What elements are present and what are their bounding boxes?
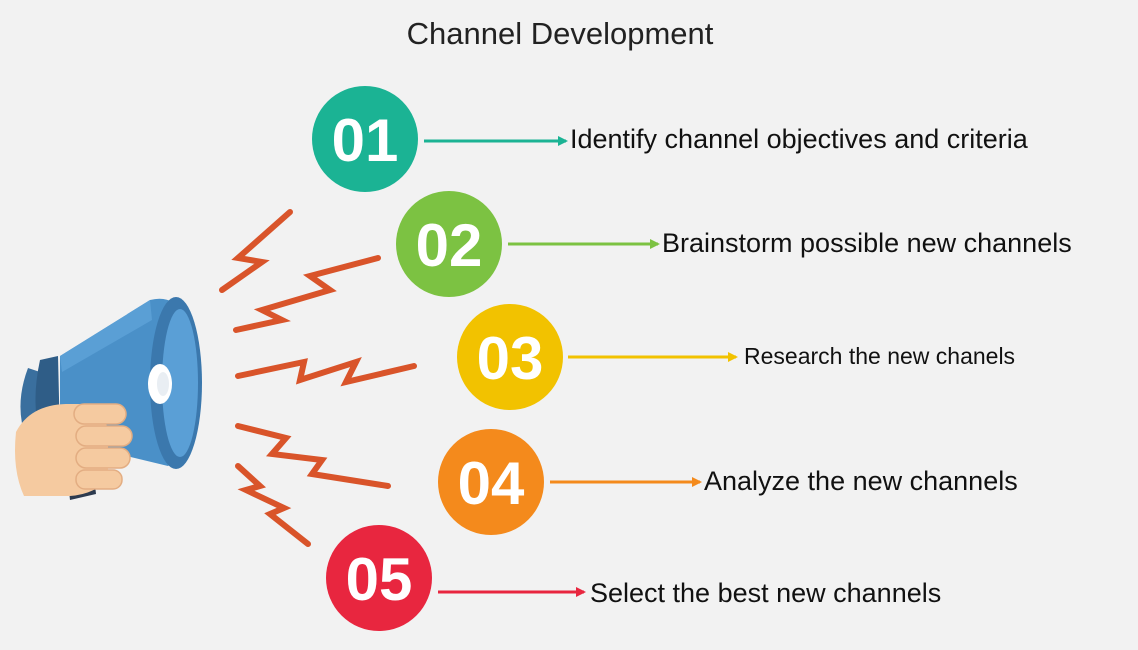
step-05-label: Select the best new channels — [590, 578, 942, 608]
lightning-icon — [219, 209, 417, 547]
megaphone-icon — [20, 297, 202, 500]
step-01-number: 01 — [332, 107, 399, 174]
step-05-badge — [326, 525, 432, 631]
step-01-badge — [312, 86, 418, 192]
step-01: 01 — [312, 86, 568, 192]
step-02-badge — [396, 191, 502, 297]
step-03-badge — [457, 304, 563, 410]
step-02-number: 02 — [416, 212, 483, 279]
step-04: 04 — [438, 429, 702, 535]
step-03-number: 03 — [477, 325, 544, 392]
step-03-label: Research the new chanels — [744, 343, 1016, 369]
step-01-label: Identify channel objectives and criteria — [570, 124, 1028, 154]
step-04-badge — [438, 429, 544, 535]
step-05: 05 — [326, 525, 586, 631]
step-02: 02 — [396, 191, 660, 297]
step-05-number: 05 — [346, 546, 413, 613]
step-03: 03 — [457, 304, 738, 410]
step-02-label: Brainstorm possible new channels — [662, 228, 1072, 258]
step-04-number: 04 — [458, 450, 525, 517]
diagram-title: Channel Development — [406, 16, 714, 51]
hand-icon — [15, 403, 133, 496]
step-04-label: Analyze the new channels — [704, 466, 1018, 496]
